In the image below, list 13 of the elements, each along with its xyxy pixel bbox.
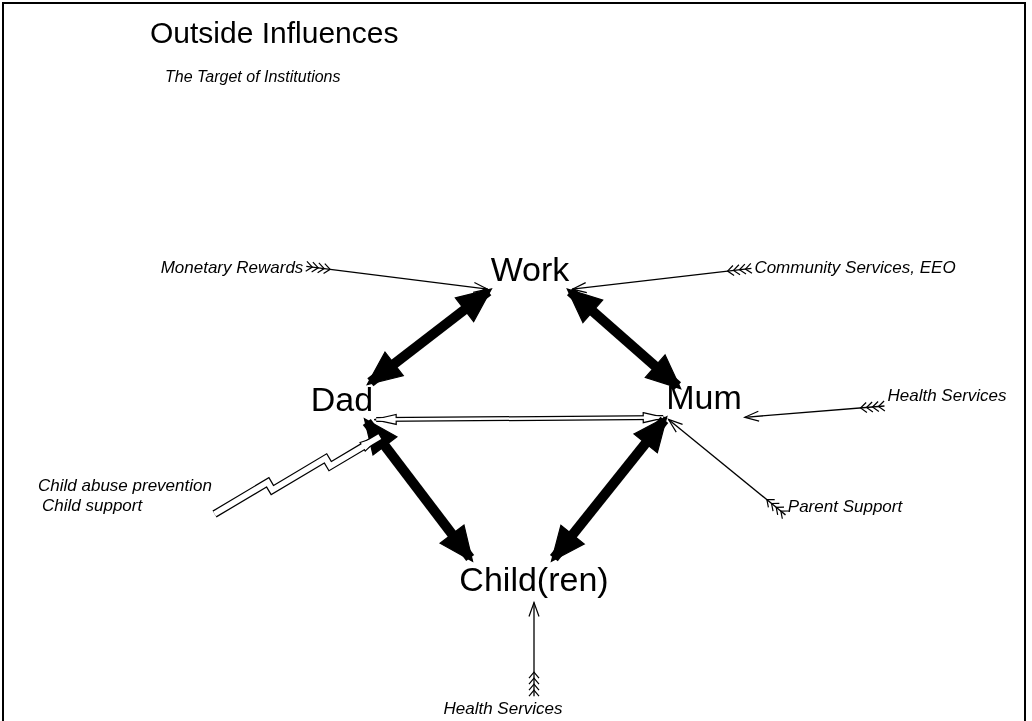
- node-label: Dad: [310, 380, 374, 420]
- influence-label: Child support: [41, 496, 144, 516]
- influence-label: Child abuse prevention: [38, 476, 212, 496]
- node-label: Child(ren): [459, 560, 609, 600]
- node-label: Work: [490, 250, 570, 290]
- influence-label: Monetary Rewards: [160, 258, 304, 278]
- influence-label: Health Services: [443, 699, 563, 719]
- subtitle: The Target of Institutions: [165, 68, 341, 86]
- title: Outside Influences: [150, 16, 399, 50]
- influence-label: Community Services, EEO: [754, 258, 956, 278]
- influence-label: Parent Support: [787, 497, 903, 517]
- node-label: Mum: [666, 378, 742, 418]
- influence-label: Health Services: [887, 386, 1007, 406]
